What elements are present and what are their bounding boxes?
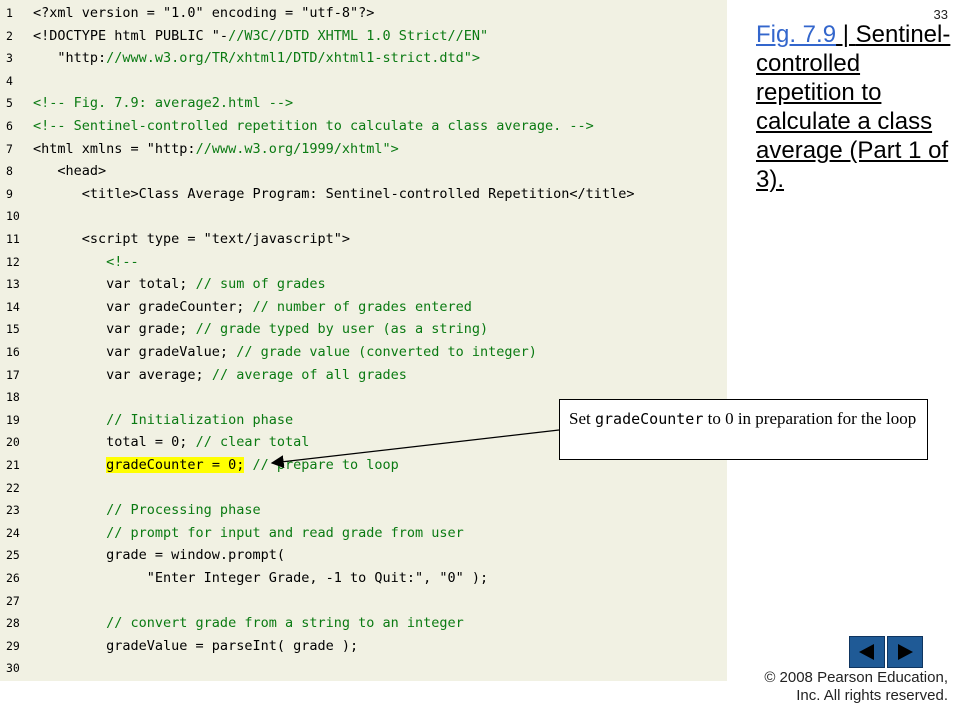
callout-suffix: to 0 in preparation for the loop <box>703 409 917 428</box>
line-number: 2 <box>6 28 13 43</box>
copyright-line-2: Inc. All rights reserved. <box>796 687 948 704</box>
callout-code: gradeCounter <box>594 410 704 428</box>
line-number: 8 <box>6 164 13 179</box>
code-text: // convert grade from a string to an int… <box>33 615 464 632</box>
line-number: 26 <box>6 571 20 585</box>
code-text: "http://www.w3.org/TR/xhtml1/DTD/xhtml1-… <box>33 50 481 67</box>
figure-caption: Fig. 7.9 | Sentinel-controlled repetitio… <box>756 20 956 194</box>
triangle-right-icon <box>898 644 913 660</box>
code-text: <?xml version = "1.0" encoding = "utf-8"… <box>33 5 375 21</box>
line-number: 19 <box>6 412 20 427</box>
caption-separator: | <box>836 21 856 48</box>
line-number: 5 <box>6 96 13 111</box>
line-number: 17 <box>6 367 20 382</box>
code-text: // prompt for input and read grade from … <box>33 524 464 541</box>
figure-link[interactable]: Fig. 7.9 <box>756 21 837 48</box>
code-text: <!-- <box>33 253 139 270</box>
line-number: 27 <box>6 593 20 608</box>
callout-box: Set gradeCounter to 0 in preparation for… <box>559 399 928 460</box>
line-number: 3 <box>6 51 13 66</box>
triangle-left-icon <box>859 644 874 660</box>
line-number: 6 <box>6 119 13 133</box>
code-text: <!DOCTYPE html PUBLIC "-//W3C//DTD XHTML… <box>33 27 489 44</box>
callout-prefix: Set <box>569 409 595 428</box>
code-text: grade = window.prompt( <box>33 547 285 564</box>
line-number: 9 <box>6 186 13 201</box>
code-text: // Processing phase <box>33 502 261 519</box>
code-text: <!-- Sentinel-controlled repetition to c… <box>33 118 594 134</box>
line-number: 30 <box>6 661 20 676</box>
line-number: 23 <box>6 503 20 518</box>
line-number: 22 <box>6 480 20 495</box>
line-number: 21 <box>6 458 20 472</box>
line-number: 25 <box>6 548 20 563</box>
line-number: 16 <box>6 345 20 359</box>
line-number: 15 <box>6 322 20 337</box>
code-text: gradeValue = parseInt( grade ); <box>33 637 359 654</box>
line-number: 24 <box>6 525 20 540</box>
line-number: 1 <box>6 6 13 20</box>
code-text: "Enter Integer Grade, -1 to Quit:", "0" … <box>33 570 489 586</box>
line-number: 18 <box>6 390 20 405</box>
line-number: 20 <box>6 435 20 450</box>
code-text: gradeCounter = 0; // prepare to loop <box>106 457 399 473</box>
code-text: var average; // average of all grades <box>33 366 407 383</box>
line-number: 4 <box>6 73 13 88</box>
line-number: 12 <box>6 254 20 269</box>
code-text: <html xmlns = "http://www.w3.org/1999/xh… <box>33 140 399 157</box>
next-slide-button[interactable] <box>887 636 923 668</box>
line-number: 14 <box>6 299 20 314</box>
code-listing-panel: 1 <?xml version = "1.0" encoding = "utf-8… <box>0 0 727 681</box>
code-text: total = 0; // clear total <box>33 434 310 451</box>
code-text: var total; // sum of grades <box>33 276 326 293</box>
code-text: var grade; // grade typed by user (as a … <box>33 321 489 338</box>
line-number: 7 <box>6 141 13 156</box>
page-number: 33 <box>933 7 948 22</box>
line-number: 13 <box>6 277 20 292</box>
code-text: var gradeValue; // grade value (converte… <box>33 344 537 360</box>
code-text: var gradeCounter; // number of grades en… <box>33 298 472 315</box>
line-number: 28 <box>6 616 20 631</box>
copyright-notice: © 2008 Pearson Education, Inc. All right… <box>728 669 948 705</box>
code-text: <title>Class Average Program: Sentinel-c… <box>33 185 635 202</box>
line-number: 11 <box>6 232 20 246</box>
line-number: 10 <box>6 209 20 224</box>
code-text: <script type = "text/javascript"> <box>33 231 350 247</box>
caption-title: Sentinel-controlled repetition to calcul… <box>756 21 951 193</box>
code-text: <head> <box>33 163 107 180</box>
code-text: <!-- Fig. 7.9: average2.html --> <box>33 95 294 112</box>
code-text: // Initialization phase <box>33 411 294 428</box>
highlighted-code: gradeCounter = 0; <box>106 457 245 473</box>
line-number: 29 <box>6 638 20 653</box>
previous-slide-button[interactable] <box>849 636 885 668</box>
copyright-line-1: © 2008 Pearson Education, <box>764 669 948 686</box>
